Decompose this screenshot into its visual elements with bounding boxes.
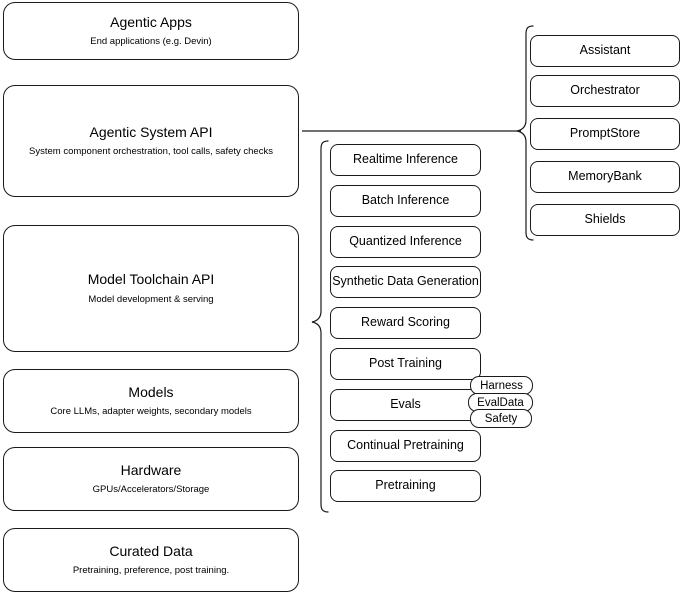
capability-post-training[interactable]: Post Training — [330, 348, 481, 380]
layer-subtitle: System component orchestration, tool cal… — [29, 146, 273, 158]
component-label: Shields — [584, 212, 626, 227]
capability-label: Realtime Inference — [353, 152, 458, 167]
component-promptstore[interactable]: PromptStore — [530, 118, 680, 150]
capability-label: Evals — [390, 397, 421, 412]
layer-title: Models — [128, 383, 174, 400]
layer-title: Agentic Apps — [110, 13, 192, 30]
component-assistant[interactable]: Assistant — [530, 35, 680, 67]
component-label: Assistant — [579, 43, 631, 58]
capability-label: Pretraining — [375, 478, 436, 493]
capability-synthetic-data-generation[interactable]: Synthetic Data Generation — [330, 266, 481, 298]
component-label: PromptStore — [569, 126, 641, 141]
capability-label: Synthetic Data Generation — [332, 274, 479, 289]
brace-toolchain-capabilities — [311, 140, 329, 513]
component-shields[interactable]: Shields — [530, 204, 680, 236]
layer-subtitle: Core LLMs, adapter weights, secondary mo… — [50, 406, 252, 418]
layer-agentic-system-api[interactable]: Agentic System API System component orch… — [3, 85, 299, 197]
layer-title: Model Toolchain API — [87, 271, 215, 288]
layer-subtitle: GPUs/Accelerators/Storage — [92, 484, 210, 496]
capability-label: Quantized Inference — [349, 234, 462, 249]
layer-model-toolchain-api[interactable]: Model Toolchain API Model development & … — [3, 225, 299, 352]
capability-label: Reward Scoring — [361, 315, 450, 330]
component-memorybank[interactable]: MemoryBank — [530, 161, 680, 193]
layer-subtitle: Model development & serving — [88, 293, 214, 305]
evals-child-label: EvalData — [477, 396, 524, 409]
evals-child-safety[interactable]: Safety — [470, 409, 532, 428]
layer-subtitle: End applications (e.g. Devin) — [90, 36, 212, 48]
capability-label: Batch Inference — [361, 193, 450, 208]
evals-child-label: Harness — [480, 379, 523, 392]
capability-pretraining[interactable]: Pretraining — [330, 470, 481, 502]
capability-continual-pretraining[interactable]: Continual Pretraining — [330, 430, 481, 462]
layer-models[interactable]: Models Core LLMs, adapter weights, secon… — [3, 369, 299, 433]
layer-title: Curated Data — [109, 542, 193, 559]
layer-subtitle: Pretraining, preference, post training. — [72, 565, 230, 577]
capability-evals[interactable]: Evals — [330, 389, 481, 421]
capability-realtime-inference[interactable]: Realtime Inference — [330, 144, 481, 176]
capability-label: Continual Pretraining — [347, 438, 464, 453]
capability-batch-inference[interactable]: Batch Inference — [330, 185, 481, 217]
evals-child-label: Safety — [484, 412, 518, 425]
layer-curated-data[interactable]: Curated Data Pretraining, preference, po… — [3, 528, 299, 592]
capability-label: Post Training — [369, 356, 442, 371]
layer-title: Hardware — [120, 461, 182, 478]
layer-agentic-apps[interactable]: Agentic Apps End applications (e.g. Devi… — [3, 2, 299, 60]
component-label: MemoryBank — [568, 169, 642, 184]
capability-reward-scoring[interactable]: Reward Scoring — [330, 307, 481, 339]
capability-quantized-inference[interactable]: Quantized Inference — [330, 226, 481, 258]
layer-hardware[interactable]: Hardware GPUs/Accelerators/Storage — [3, 447, 299, 511]
layer-title: Agentic System API — [89, 123, 213, 140]
component-label: Orchestrator — [570, 83, 640, 98]
component-orchestrator[interactable]: Orchestrator — [530, 75, 680, 107]
